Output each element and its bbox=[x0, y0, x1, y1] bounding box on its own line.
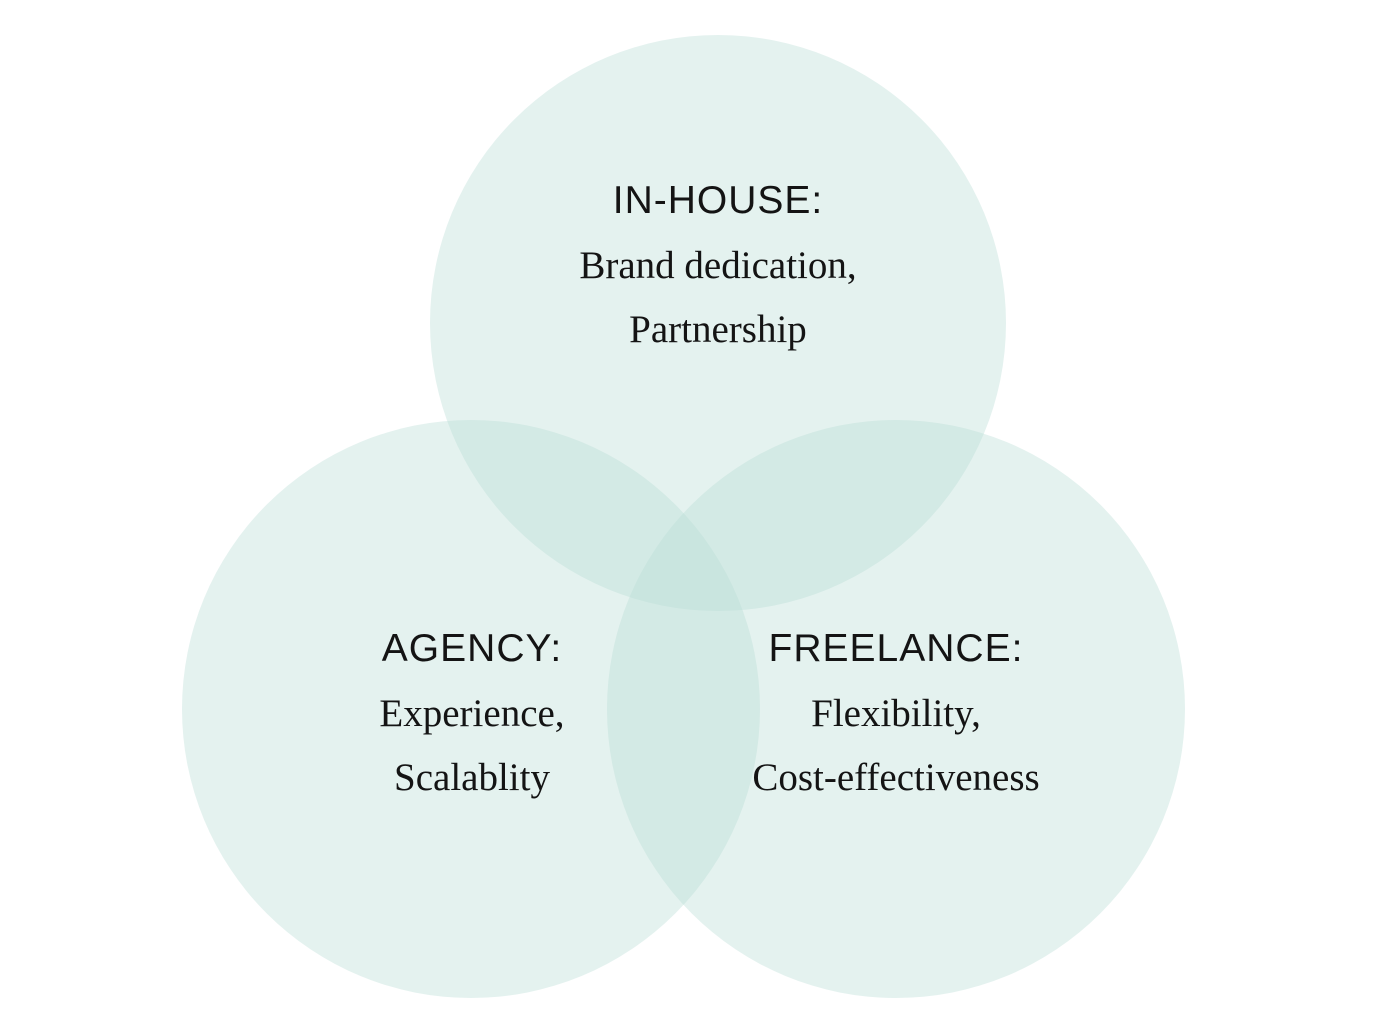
agency-heading: AGENCY: bbox=[382, 627, 562, 670]
freelance-line-2: Cost-effectiveness bbox=[752, 756, 1039, 799]
freelance-line-1: Flexibility, bbox=[811, 692, 981, 735]
agency-line-2: Scalablity bbox=[394, 756, 550, 799]
in-house-line-2: Partnership bbox=[629, 308, 807, 351]
in-house-circle bbox=[430, 35, 1006, 611]
in-house-heading: IN-HOUSE: bbox=[613, 179, 824, 222]
agency-line-1: Experience, bbox=[379, 692, 564, 735]
freelance-heading: FREELANCE: bbox=[769, 627, 1024, 670]
in-house-line-1: Brand dedication, bbox=[579, 244, 856, 287]
freelance-circle bbox=[607, 420, 1185, 998]
agency-circle bbox=[182, 420, 760, 998]
